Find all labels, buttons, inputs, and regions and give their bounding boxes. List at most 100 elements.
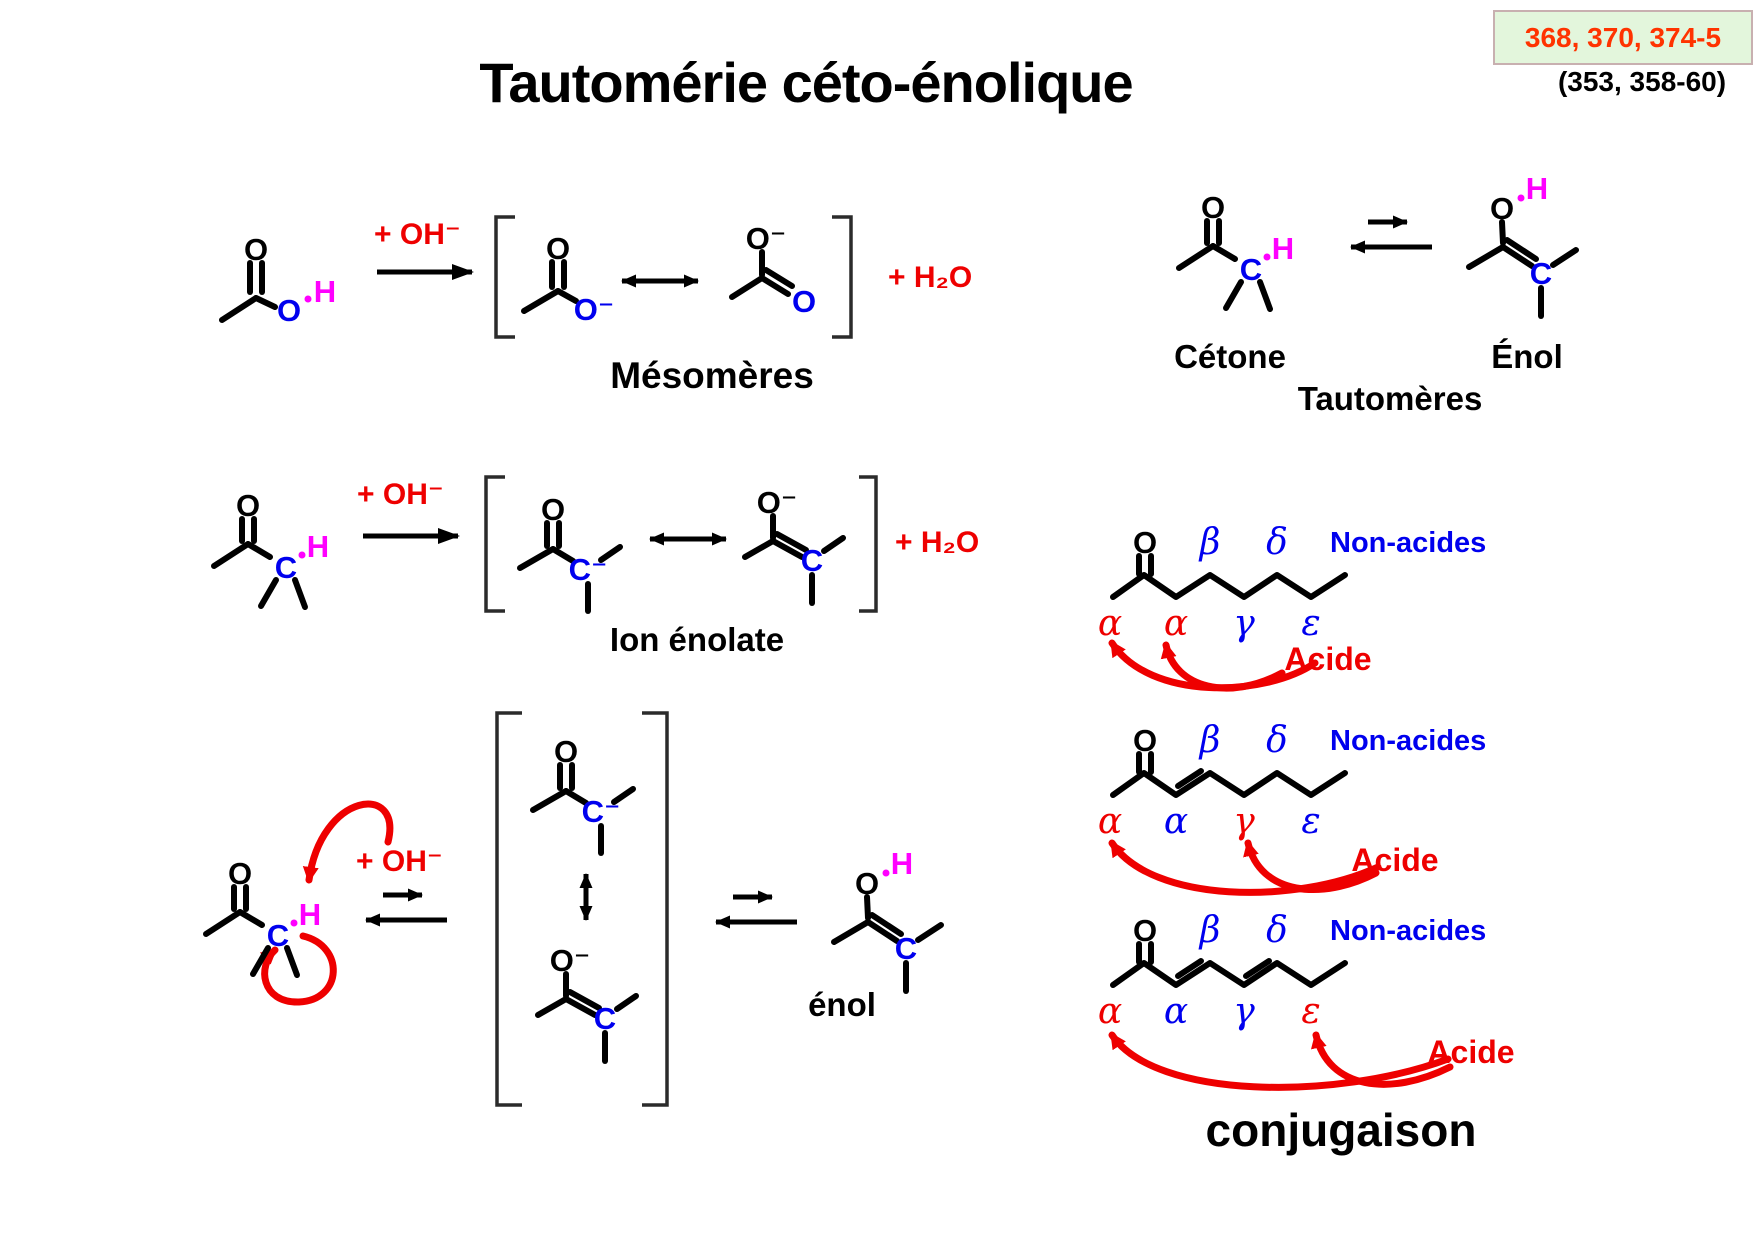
reaction-arrow-1	[377, 264, 474, 280]
bonds	[1110, 941, 1348, 988]
alpha-c: C	[275, 550, 297, 585]
alpha-label: α	[1164, 801, 1188, 842]
structure-enolate-o-form-2: O⁻ C	[535, 943, 639, 1064]
bonds	[1176, 218, 1273, 312]
carbonyl-o: O	[1201, 190, 1225, 225]
structure-enol-bottom: O H C	[831, 846, 944, 994]
epsilon-label: ε	[1301, 801, 1320, 842]
oh-attack-arrow	[302, 800, 394, 884]
carbonyl-o: O	[1133, 525, 1157, 560]
enol-h: H	[891, 846, 913, 881]
structure-ketone-row3: O C H	[203, 856, 321, 978]
svg-marker-defs	[0, 0, 2, 2]
beta-label: β	[1198, 910, 1221, 951]
enol-label: Énol	[1491, 338, 1563, 375]
gamma-label: γ	[1233, 991, 1255, 1032]
carbonyl-o: O	[546, 231, 570, 266]
alpha-h: H	[1272, 231, 1294, 266]
mechanism-curved-arrows	[259, 800, 394, 1006]
reaction-arrow-2	[363, 528, 460, 544]
hydroxyl-o: O	[277, 293, 301, 328]
carbonyl-o: O	[541, 492, 565, 527]
non-acides-label: Non-acides	[1330, 915, 1486, 947]
alpha-label-left: α	[1098, 603, 1122, 644]
bonds	[535, 971, 639, 1064]
page-ref-secondary: (353, 358-60)	[1557, 66, 1727, 97]
ch-bond-dot	[290, 919, 298, 927]
carbonyl-o: O	[236, 488, 260, 523]
c-minus: C⁻	[569, 552, 608, 587]
acidity-chain-enone: O α α β γ δ ε Non-acides Acide	[1098, 720, 1486, 896]
ch-bond-dot	[298, 551, 306, 559]
byproduct-h2o-1: + H₂O	[888, 261, 973, 294]
bonds	[521, 259, 579, 314]
c-minus: C⁻	[582, 794, 621, 829]
acidity-chain-saturated: O α α β γ δ ε Non-acides Acide	[1098, 522, 1486, 692]
enol-o: O	[855, 866, 879, 901]
o-minus: O⁻	[550, 943, 590, 978]
page-ref-badge: 368, 370, 374-5	[1493, 10, 1753, 65]
reagent-oh-2: + OH⁻	[357, 478, 444, 511]
delta-label: δ	[1266, 720, 1288, 761]
carbonyl-o: O	[228, 856, 252, 891]
acide-label: Acide	[1427, 1034, 1514, 1070]
non-acides-label: Non-acides	[1330, 725, 1486, 757]
bonds	[1110, 751, 1348, 798]
alpha-label: α	[1164, 603, 1188, 644]
enol-lower-label: énol	[808, 986, 876, 1023]
bracket-left-2	[484, 475, 505, 613]
o-minus: O⁻	[746, 221, 786, 256]
ch-bond-dot	[1263, 253, 1271, 261]
alpha-h: H	[299, 897, 321, 932]
oh-bond-dot	[882, 869, 890, 877]
gamma-label: γ	[1233, 603, 1255, 644]
acid-arrow-to-gamma	[1243, 839, 1380, 893]
alpha-label-left: α	[1098, 991, 1122, 1032]
acid-arrow-to-alpha-left	[1108, 1031, 1452, 1091]
alpha-c: C	[267, 918, 289, 953]
structure-enolate-c-form-2: O C⁻	[530, 734, 636, 856]
electron-loop-arrow	[259, 932, 337, 1006]
bracket-left-3	[495, 711, 522, 1107]
bonds	[1110, 553, 1348, 600]
enol-o: O	[1490, 191, 1514, 226]
structure-ketone-cetone: O C H	[1176, 190, 1294, 312]
acidic-h: H	[314, 274, 336, 309]
equilibrium-arrows-left	[365, 888, 447, 927]
carbonyl-o: O	[1133, 913, 1157, 948]
reagent-oh-3: + OH⁻	[356, 845, 443, 878]
epsilon-label: ε	[1301, 991, 1320, 1032]
structure-enol-top: O H C	[1466, 171, 1579, 319]
byproduct-h2o-2: + H₂O	[895, 526, 980, 559]
vinyl-c: C	[801, 543, 823, 578]
structure-acetic-acid: O O H	[219, 232, 336, 328]
enol-h: H	[1526, 171, 1548, 206]
ion-enolate-label: Ion énolate	[609, 621, 785, 658]
oh-bond-dot	[304, 295, 312, 303]
alpha-h: H	[307, 529, 329, 564]
bonds	[1466, 219, 1579, 319]
bonds	[742, 513, 846, 606]
vinyl-c: C	[895, 931, 917, 966]
structure-acetate-mesomer-a: O O⁻	[521, 231, 614, 327]
reagent-oh-1: + OH⁻	[374, 218, 461, 251]
acide-label: Acide	[1351, 842, 1438, 878]
structure-enolate-c-form: O C⁻	[517, 492, 623, 614]
structure-enolate-o-form: O⁻ C	[742, 485, 846, 606]
alpha-label: α	[1164, 991, 1188, 1032]
oh-bond-dot	[1517, 194, 1525, 202]
carbonyl-o: O	[554, 734, 578, 769]
o-minus: O⁻	[757, 485, 797, 520]
bonds	[203, 884, 300, 978]
bracket-left-1	[494, 215, 515, 339]
bonds	[517, 520, 623, 614]
tautomeres-label: Tautomères	[1297, 380, 1483, 417]
resonance-arrow-2	[649, 532, 727, 546]
acid-arrow-to-alpha	[1160, 641, 1286, 692]
epsilon-label: ε	[1301, 603, 1320, 644]
gamma-label: γ	[1233, 801, 1255, 842]
delta-label: δ	[1266, 910, 1288, 951]
bracket-right-1	[832, 215, 853, 339]
structure-acetate-mesomer-b: O⁻ O	[729, 221, 816, 319]
